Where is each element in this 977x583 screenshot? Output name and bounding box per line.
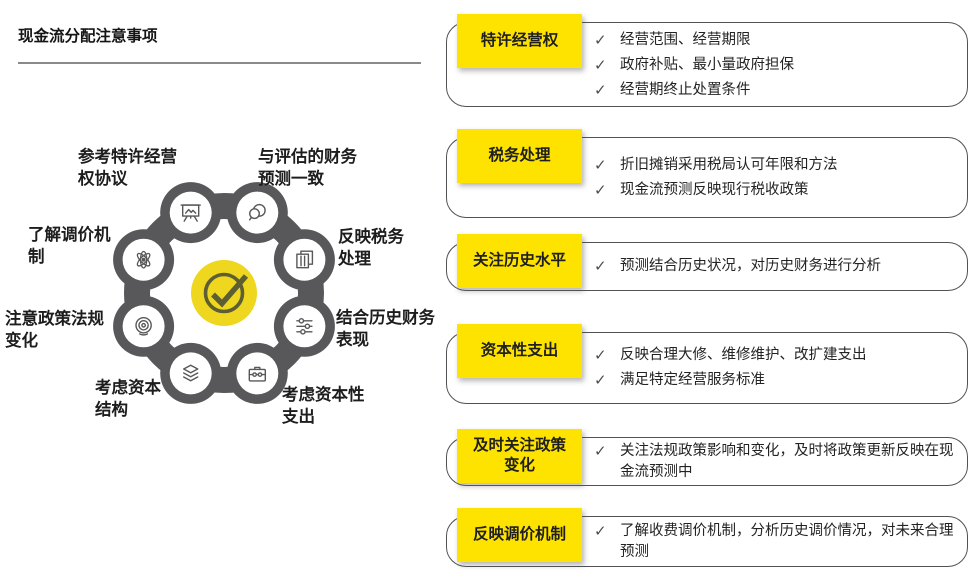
check-icon: ✓	[594, 57, 607, 74]
diagram-node-label-history: 结合历史财务 表现	[336, 309, 435, 349]
target-icon	[135, 317, 152, 336]
checklist-item-text: 关注法规政策影响和变化，及时将政策更新反映在现金流预测中	[620, 443, 954, 480]
diagram-node-label-pricing: 了解调价机 制	[28, 226, 111, 266]
check-icon: ✓	[594, 347, 607, 364]
diagram-node-label-franchise: 参考特许经营 权协议	[78, 148, 177, 188]
checklist-item: ✓ 经营期终止处置条件	[594, 78, 957, 103]
panel-checklist: ✓ 反映合理大修、维修维护、改扩建支出 ✓ 满足特定经营服务标准	[447, 333, 967, 395]
diagram-node-label-policy: 注意政策法规 变化	[5, 310, 104, 350]
checklist-item: ✓ 经营范围、经营期限	[594, 28, 957, 53]
checklist-item-text: 满足特定经营服务标准	[620, 372, 765, 388]
checklist-item: ✓ 了解收费调价机制，分析历史调价情况，对未来合理预测	[594, 521, 957, 563]
cycle-diagram	[113, 182, 335, 404]
checklist-item: ✓ 政府补贴、最小量政府担保	[594, 53, 957, 78]
check-icon: ✓	[594, 157, 607, 174]
diagram-node-label-tax: 反映税务 处理	[338, 228, 404, 268]
info-panel-tax: 税务处理 ✓ 折旧摊销采用税局认可年限和方法 ✓ 现金流预测反映现行税收政策	[446, 129, 968, 218]
diagram-node-label-capital-structure: 考虑资本 结构	[95, 379, 161, 419]
layers-icon	[182, 364, 199, 382]
check-icon: ✓	[594, 82, 607, 99]
info-panel-capex: 资本性支出 ✓ 反映合理大修、维修维护、改扩建支出 ✓ 满足特定经营服务标准	[446, 324, 968, 404]
check-icon: ✓	[594, 182, 607, 199]
checklist-item: ✓ 关注法规政策影响和变化，及时将政策更新反映在现金流预测中	[594, 441, 957, 483]
panel-title: 反映调价机制	[457, 508, 582, 562]
info-panel-pricing: 反映调价机制 ✓ 了解收费调价机制，分析历史调价情况，对未来合理预测	[446, 508, 968, 567]
diagram-node-label-forecast: 与评估的财务 预测一致	[258, 148, 357, 188]
check-icon: ✓	[594, 258, 607, 275]
panel-title: 特许经营权	[457, 14, 582, 68]
check-icon: ✓	[594, 32, 607, 49]
check-circle-icon	[191, 260, 257, 326]
checklist-item-text: 反映合理大修、维修维护、改扩建支出	[620, 347, 867, 363]
diagram-node-label-capex: 考虑资本性 支出	[282, 386, 365, 426]
checklist-item: ✓ 现金流预测反映现行税收政策	[594, 178, 957, 203]
panel-checklist: ✓ 折旧摊销采用税局认可年限和方法 ✓ 现金流预测反映现行税收政策	[447, 138, 967, 205]
panel-title: 税务处理	[457, 129, 582, 183]
check-icon: ✓	[594, 372, 607, 389]
info-panel-policy: 及时关注政策 变化 ✓ 关注法规政策影响和变化，及时将政策更新反映在现金流预测中	[446, 429, 968, 486]
sliders-icon	[296, 318, 313, 335]
checklist-item-text: 经营范围、经营期限	[620, 32, 751, 48]
checklist-item: ✓ 反映合理大修、维修维护、改扩建支出	[594, 343, 957, 368]
checklist-item: ✓ 满足特定经营服务标准	[594, 368, 957, 393]
check-icon: ✓	[594, 443, 607, 460]
check-icon: ✓	[594, 523, 607, 540]
panel-checklist: ✓ 关注法规政策影响和变化，及时将政策更新反映在现金流预测中	[447, 438, 967, 485]
panel-checklist: ✓ 经营范围、经营期限 ✓ 政府补贴、最小量政府担保 ✓ 经营期终止处置条件	[447, 23, 967, 105]
checklist-item-text: 现金流预测反映现行税收政策	[620, 182, 809, 198]
checklist-item-text: 预测结合历史状况，对历史财务进行分析	[620, 258, 881, 274]
checklist-item: ✓ 折旧摊销采用税局认可年限和方法	[594, 153, 957, 178]
info-panel-franchise: 特许经营权 ✓ 经营范围、经营期限 ✓ 政府补贴、最小量政府担保 ✓ 经营期终止处置条…	[446, 14, 968, 107]
panel-title: 关注历史水平	[457, 234, 582, 288]
panel-checklist: ✓ 了解收费调价机制，分析历史调价情况，对未来合理预测	[447, 517, 967, 565]
page-title: 现金流分配注意事项	[18, 28, 158, 45]
atom-icon	[136, 250, 151, 269]
checklist-item-text: 折旧摊销采用税局认可年限和方法	[620, 157, 838, 173]
panel-title: 及时关注政策 变化	[457, 429, 582, 483]
checklist-item-text: 了解收费调价机制，分析历史调价情况，对未来合理预测	[620, 523, 954, 560]
checklist-item-text: 经营期终止处置条件	[620, 82, 751, 98]
briefcase-icon	[248, 366, 267, 382]
panel-checklist: ✓ 预测结合历史状况，对历史财务进行分析	[447, 243, 967, 281]
info-panel-history: 关注历史水平 ✓ 预测结合历史状况，对历史财务进行分析	[446, 234, 968, 291]
checklist-item: ✓ 预测结合历史状况，对历史财务进行分析	[594, 254, 957, 279]
notebook-icon	[296, 250, 314, 269]
checklist-item-text: 政府补贴、最小量政府担保	[620, 57, 794, 73]
presentation-icon	[180, 204, 201, 222]
chat-icon	[249, 203, 266, 221]
title-underline	[18, 62, 421, 64]
panel-title: 资本性支出	[457, 324, 582, 378]
ring-band	[113, 182, 335, 404]
